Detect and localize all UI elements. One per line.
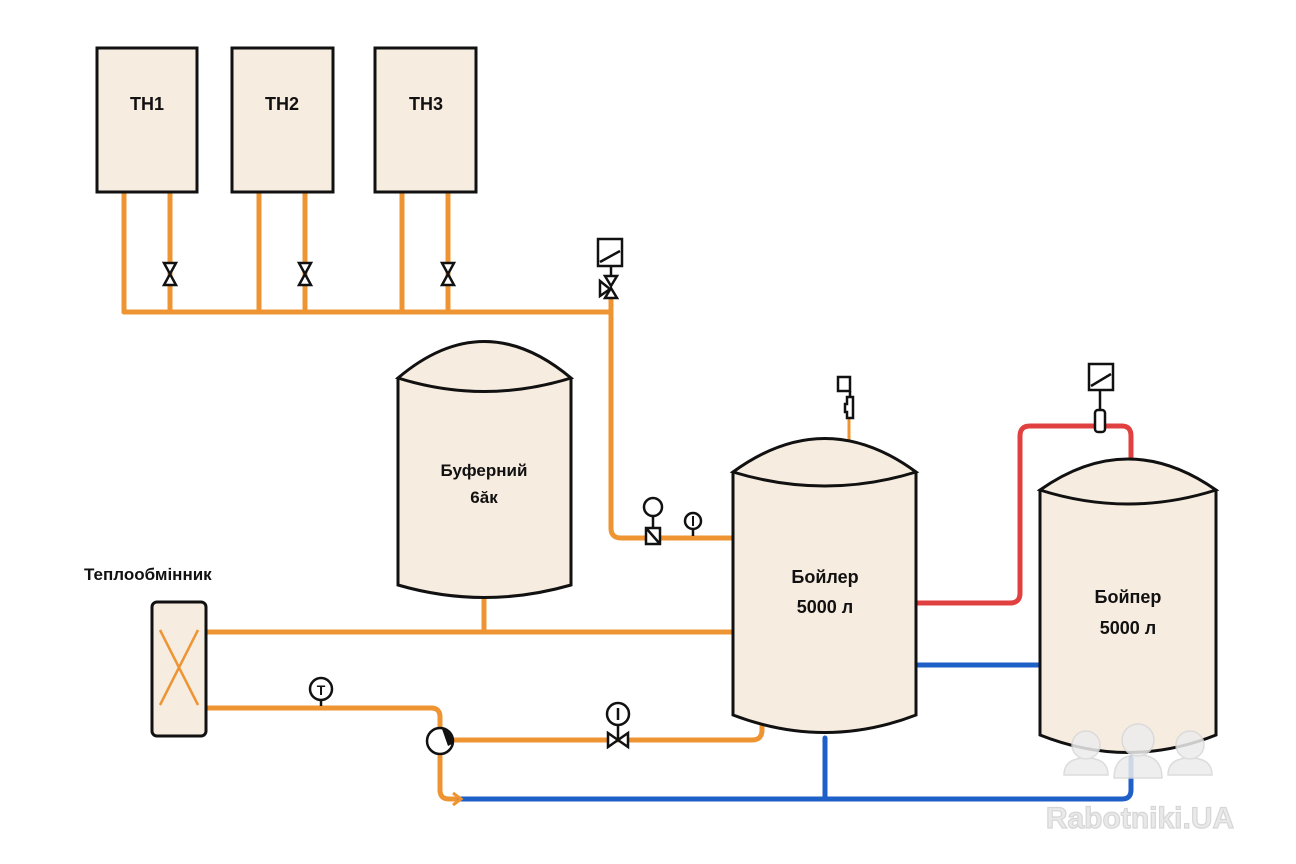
boiler-1[interactable]: Бойлер 5000 л	[729, 437, 920, 734]
pipe-header-to-boiler	[608, 297, 736, 541]
motorized-valve-hot-link[interactable]	[1087, 362, 1115, 434]
flow-arrow	[452, 791, 464, 807]
watermark-worker-icons	[1063, 723, 1213, 779]
pipe-return-main	[457, 755, 1134, 802]
temperature-sensor: T	[308, 676, 334, 706]
heat-pump-th3[interactable]: TH3	[373, 46, 478, 194]
boiler-2[interactable]: Бойпер 5000 л	[1036, 457, 1220, 754]
temperature-sensor-label: T	[317, 682, 326, 698]
circulation-pump[interactable]	[425, 726, 455, 756]
orange-pipes	[121, 189, 851, 802]
heat-pump-th3-label: TH3	[409, 94, 443, 114]
watermark-text: Rabotniki.UA	[1046, 802, 1234, 835]
heat-exchanger-label: Теплообмінник	[84, 565, 212, 584]
red-pipes	[915, 423, 1134, 606]
buffer-tank[interactable]: Буферний 6ăк	[394, 340, 575, 599]
buffer-tank-label-line1: Буферний	[441, 461, 528, 480]
boiler-1-label-line2: 5000 л	[797, 597, 853, 617]
boiler-thermostat[interactable]	[836, 375, 855, 420]
blue-pipes	[457, 662, 1134, 802]
heat-pump-th2[interactable]: TH2	[230, 46, 335, 194]
heat-exchanger-cross-b	[158, 629, 200, 706]
heat-exchanger[interactable]: Теплообмінник	[84, 565, 212, 738]
valve-th2[interactable]	[296, 261, 314, 287]
boiler-2-label-line1: Бойпер	[1095, 587, 1162, 607]
balancing-valve[interactable]	[605, 701, 631, 750]
pipe-pump-to-return	[437, 752, 463, 802]
pipe-hx-to-pump	[204, 705, 443, 731]
heat-pump-th1-label: TH1	[130, 94, 164, 114]
heat-pump-th1[interactable]: TH1	[95, 46, 199, 194]
motorized-valve[interactable]	[596, 237, 624, 300]
pump-direction-mark	[442, 729, 453, 746]
valve-th1[interactable]	[161, 261, 179, 287]
pressure-gauge-feed	[683, 511, 703, 536]
buffer-tank-label-line2: 6ăк	[470, 488, 498, 507]
boiler-2-label-line2: 5000 л	[1100, 618, 1156, 638]
expansion-check-valve[interactable]	[642, 496, 664, 546]
heat-pump-th2-label: TH2	[265, 94, 299, 114]
valve-th3[interactable]	[439, 261, 457, 287]
boiler-1-label-line1: Бойлер	[791, 567, 858, 587]
pipe-pump-to-boiler	[452, 722, 765, 743]
watermark: Rabotniki.UA	[1045, 723, 1235, 836]
pipe-boiler-link-hot	[915, 423, 1134, 606]
